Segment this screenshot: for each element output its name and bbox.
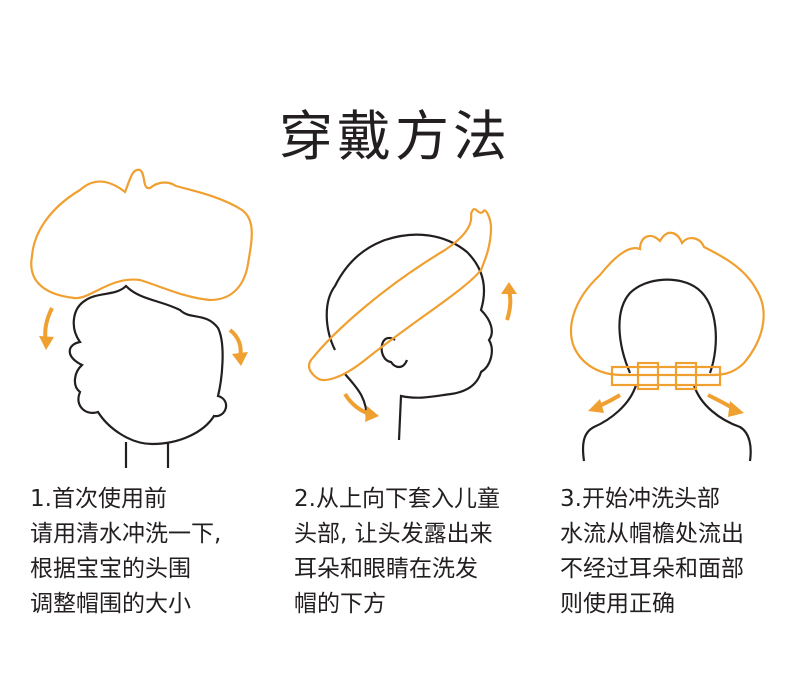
step2-line: 耳朵和眼睛在洗发 <box>294 556 478 582</box>
step3-line: 不经过耳朵和面部 <box>560 556 744 582</box>
ear-outline <box>380 336 409 369</box>
step2-text: 2.从上向下套入儿童 头部, 让头发露出来 耳朵和眼睛在洗发 帽的下方 <box>294 482 500 622</box>
step1-text: 1.首次使用前 请用清水冲洗一下, 根据宝宝的头围 调整帽围的大小 <box>30 482 221 622</box>
step3-line: 则使用正确 <box>560 591 675 617</box>
child-head-outline <box>68 284 228 446</box>
step1-line: 1.首次使用前 <box>30 486 167 512</box>
step1-line: 根据宝宝的头围 <box>30 556 191 582</box>
step2-line: 头部, 让头发露出来 <box>294 521 493 547</box>
step2-line: 2.从上向下套入儿童 <box>294 486 500 512</box>
shower-cap-shape <box>570 231 765 377</box>
step3-text: 3.开始冲洗头部 水流从帽檐处流出 不经过耳朵和面部 则使用正确 <box>560 482 744 622</box>
step3-line: 水流从帽檐处流出 <box>560 521 744 547</box>
step3-line: 3.开始冲洗头部 <box>560 486 720 512</box>
step2-line: 帽的下方 <box>294 591 386 617</box>
step2-illustration <box>307 208 517 441</box>
step3-illustration <box>570 231 765 462</box>
shower-cap-band <box>307 208 493 382</box>
child-shoulders <box>581 384 752 462</box>
step1-line: 请用清水冲洗一下, <box>30 521 222 547</box>
arrow-curve-up-icon <box>505 289 513 321</box>
step1-line: 调整帽围的大小 <box>30 591 191 617</box>
child-profile-outline <box>325 233 493 441</box>
page-title: 穿戴方法 <box>279 105 511 168</box>
step1-illustration <box>30 168 253 468</box>
adjust-buckle <box>610 365 722 387</box>
child-head-back-outline <box>618 278 717 374</box>
shower-cap-shape <box>30 168 253 302</box>
